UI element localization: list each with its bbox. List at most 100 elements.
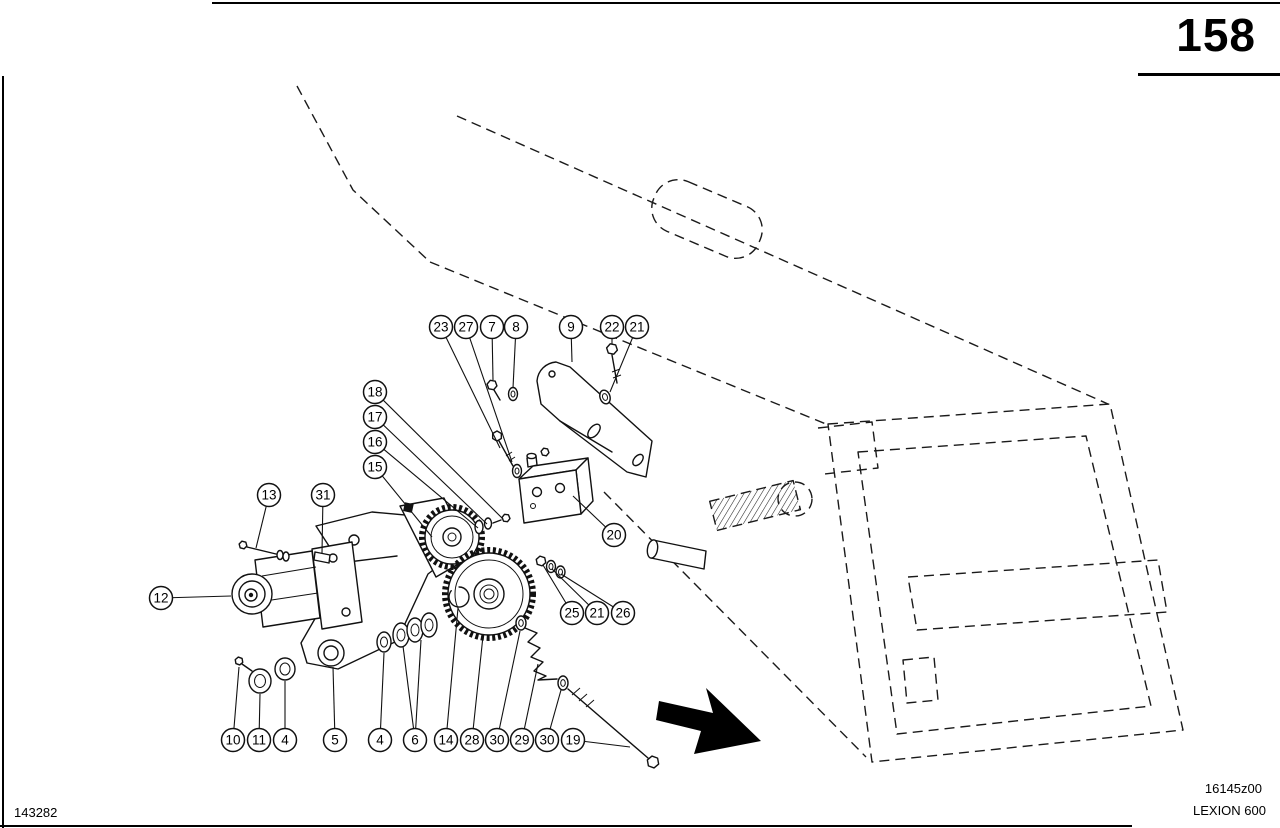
support-bracket	[536, 361, 653, 478]
leader-line	[402, 645, 416, 741]
pivot-bushings	[234, 656, 296, 694]
callout-9: 9	[558, 314, 584, 363]
callout-29: 29	[509, 663, 539, 753]
leader-line	[445, 607, 459, 741]
callout-25: 25	[542, 564, 585, 626]
callout-balloon	[479, 314, 505, 340]
callout-14: 14	[433, 607, 459, 753]
callout-number: 4	[376, 733, 384, 748]
valve-fasteners	[535, 555, 566, 579]
callout-19: 19	[560, 727, 631, 753]
upper-bolts	[486, 379, 523, 479]
callout-balloon	[428, 314, 454, 340]
callout-balloon	[624, 314, 650, 340]
small-gear	[419, 504, 511, 570]
callout-number: 26	[615, 606, 630, 621]
callout-number: 20	[606, 528, 621, 543]
callout-number: 10	[225, 733, 240, 748]
callout-28: 28	[459, 635, 485, 753]
callout-balloon	[256, 482, 282, 508]
callout-21: 21	[551, 568, 610, 626]
callout-balloon	[453, 314, 479, 340]
tension-spring-assembly	[515, 615, 660, 769]
leader-line	[374, 391, 504, 520]
motor-mount-screw	[238, 540, 290, 562]
leader-line	[471, 635, 484, 741]
leader-line	[374, 441, 479, 529]
callout-balloon	[559, 600, 585, 626]
document-code: 143282	[14, 805, 58, 820]
callout-number: 30	[489, 733, 504, 748]
callout-8: 8	[503, 314, 529, 389]
leader-line	[374, 466, 433, 538]
callout-18: 18	[362, 379, 504, 520]
leader-line	[521, 663, 539, 741]
callout-number: 6	[411, 733, 419, 748]
callout-7: 7	[479, 314, 505, 381]
figure-code: 16145z00	[1204, 781, 1262, 796]
callout-number: 4	[281, 733, 289, 748]
leader-line	[465, 326, 513, 463]
callout-balloon	[558, 314, 584, 340]
page-border-top	[212, 2, 1280, 4]
callout-4: 4	[272, 681, 298, 753]
page-number-underline	[1138, 73, 1280, 76]
pin	[313, 551, 331, 564]
callout-balloon	[362, 379, 388, 405]
callout-number: 21	[629, 320, 644, 335]
callout-26: 26	[560, 573, 636, 626]
callout-4: 4	[367, 652, 393, 753]
callout-12: 12	[148, 585, 232, 611]
callout-31: 31	[310, 482, 336, 554]
page-number: 158	[1176, 9, 1256, 61]
callout-22: 22	[599, 314, 625, 344]
callout-balloon	[484, 727, 510, 753]
page-border-bottom	[0, 825, 1132, 827]
leader-line	[374, 416, 488, 525]
callout-balloon	[402, 727, 428, 753]
callout-number: 16	[367, 435, 382, 450]
direction-arrow	[656, 688, 761, 754]
callout-13: 13	[255, 482, 282, 549]
machine-frame-outline	[296, 85, 1184, 763]
callout-number: 22	[604, 320, 619, 335]
callout-balloon	[362, 454, 388, 480]
model-name: LEXION 600	[1193, 803, 1266, 818]
callout-balloon	[322, 727, 348, 753]
callout-number: 5	[331, 733, 339, 748]
electric-motor	[231, 541, 363, 630]
callout-30: 30	[534, 689, 562, 753]
callout-number: 14	[438, 733, 454, 748]
callout-number: 19	[565, 733, 580, 748]
callout-number: 18	[367, 385, 382, 400]
callout-balloon	[367, 727, 393, 753]
callout-balloon	[610, 600, 636, 626]
callout-6: 6	[402, 639, 428, 753]
callout-balloon	[362, 429, 388, 455]
callout-balloon	[599, 314, 625, 340]
callout-balloon	[534, 727, 560, 753]
callout-number: 21	[589, 606, 604, 621]
callout-number: 17	[367, 410, 382, 425]
callout-balloon	[272, 727, 298, 753]
callout-balloon	[560, 727, 586, 753]
callout-number: 30	[539, 733, 554, 748]
large-gear	[442, 547, 536, 641]
callout-number: 15	[367, 460, 382, 475]
callout-number: 23	[433, 320, 448, 335]
valve-block	[518, 447, 594, 524]
callout-30: 30	[484, 630, 521, 753]
callout-balloon	[503, 314, 529, 340]
callout-balloon	[459, 727, 485, 753]
callout-balloon	[509, 727, 535, 753]
callout-20: 20	[572, 495, 627, 548]
callout-balloon	[310, 482, 336, 508]
callout-number: 31	[315, 488, 330, 503]
callout-balloon	[584, 600, 610, 626]
callout-number: 7	[488, 320, 496, 335]
callout-15: 15	[362, 454, 433, 538]
callout-balloon	[601, 522, 627, 548]
callout-27: 27	[453, 314, 513, 463]
